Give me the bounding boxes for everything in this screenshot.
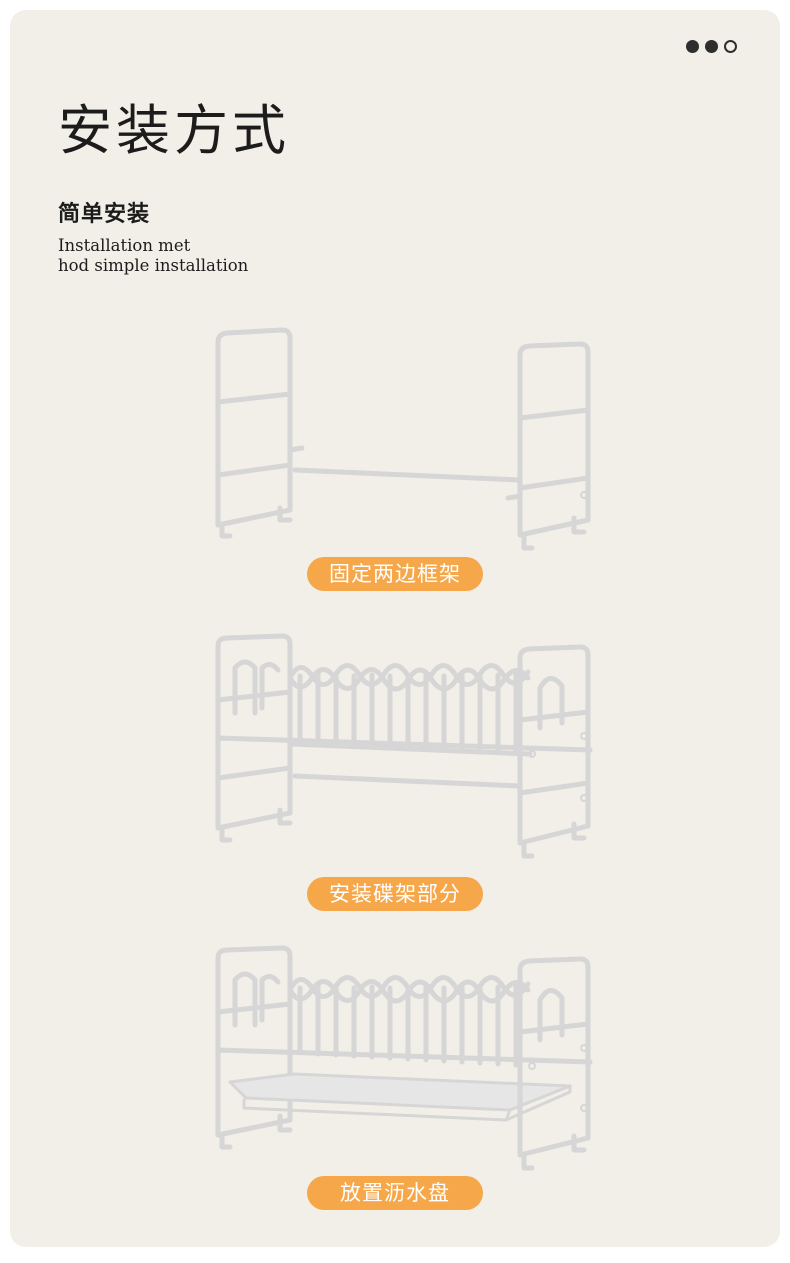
step-2-label: 安装碟架部分 xyxy=(307,877,483,911)
description-line-1: Installation met xyxy=(58,236,191,255)
description-line-2: hod simple installation xyxy=(58,256,249,275)
pagination-dots xyxy=(686,40,737,53)
page-title: 安装方式 xyxy=(58,99,290,162)
step-1-frames-illustration xyxy=(215,327,591,551)
content-card: 安装方式 简单安装 Installation met hod simple in… xyxy=(10,10,780,1247)
dish-rack-wires xyxy=(215,663,593,757)
page-dot-1[interactable] xyxy=(686,40,699,53)
right-side-frame xyxy=(505,341,591,551)
page-dot-2[interactable] xyxy=(705,40,718,53)
step-3-drip-tray-illustration xyxy=(215,945,593,1171)
dish-rack-wires xyxy=(215,975,593,1068)
drip-tray xyxy=(228,1072,572,1122)
bottom-rod xyxy=(292,773,523,789)
page-subtitle: 简单安装 xyxy=(58,201,151,227)
left-side-frame xyxy=(215,633,293,843)
step-1-label: 固定两边框架 xyxy=(307,557,483,591)
step-3-label: 放置沥水盘 xyxy=(307,1176,483,1210)
right-side-frame xyxy=(517,956,591,1171)
left-side-frame xyxy=(215,945,293,1150)
bottom-rod xyxy=(292,467,523,483)
step-2-dish-rack-illustration xyxy=(215,633,593,859)
right-side-frame xyxy=(517,644,591,859)
left-side-frame xyxy=(215,327,305,539)
page-dot-3-active[interactable] xyxy=(724,40,737,53)
page-description: Installation met hod simple installation xyxy=(58,236,258,276)
